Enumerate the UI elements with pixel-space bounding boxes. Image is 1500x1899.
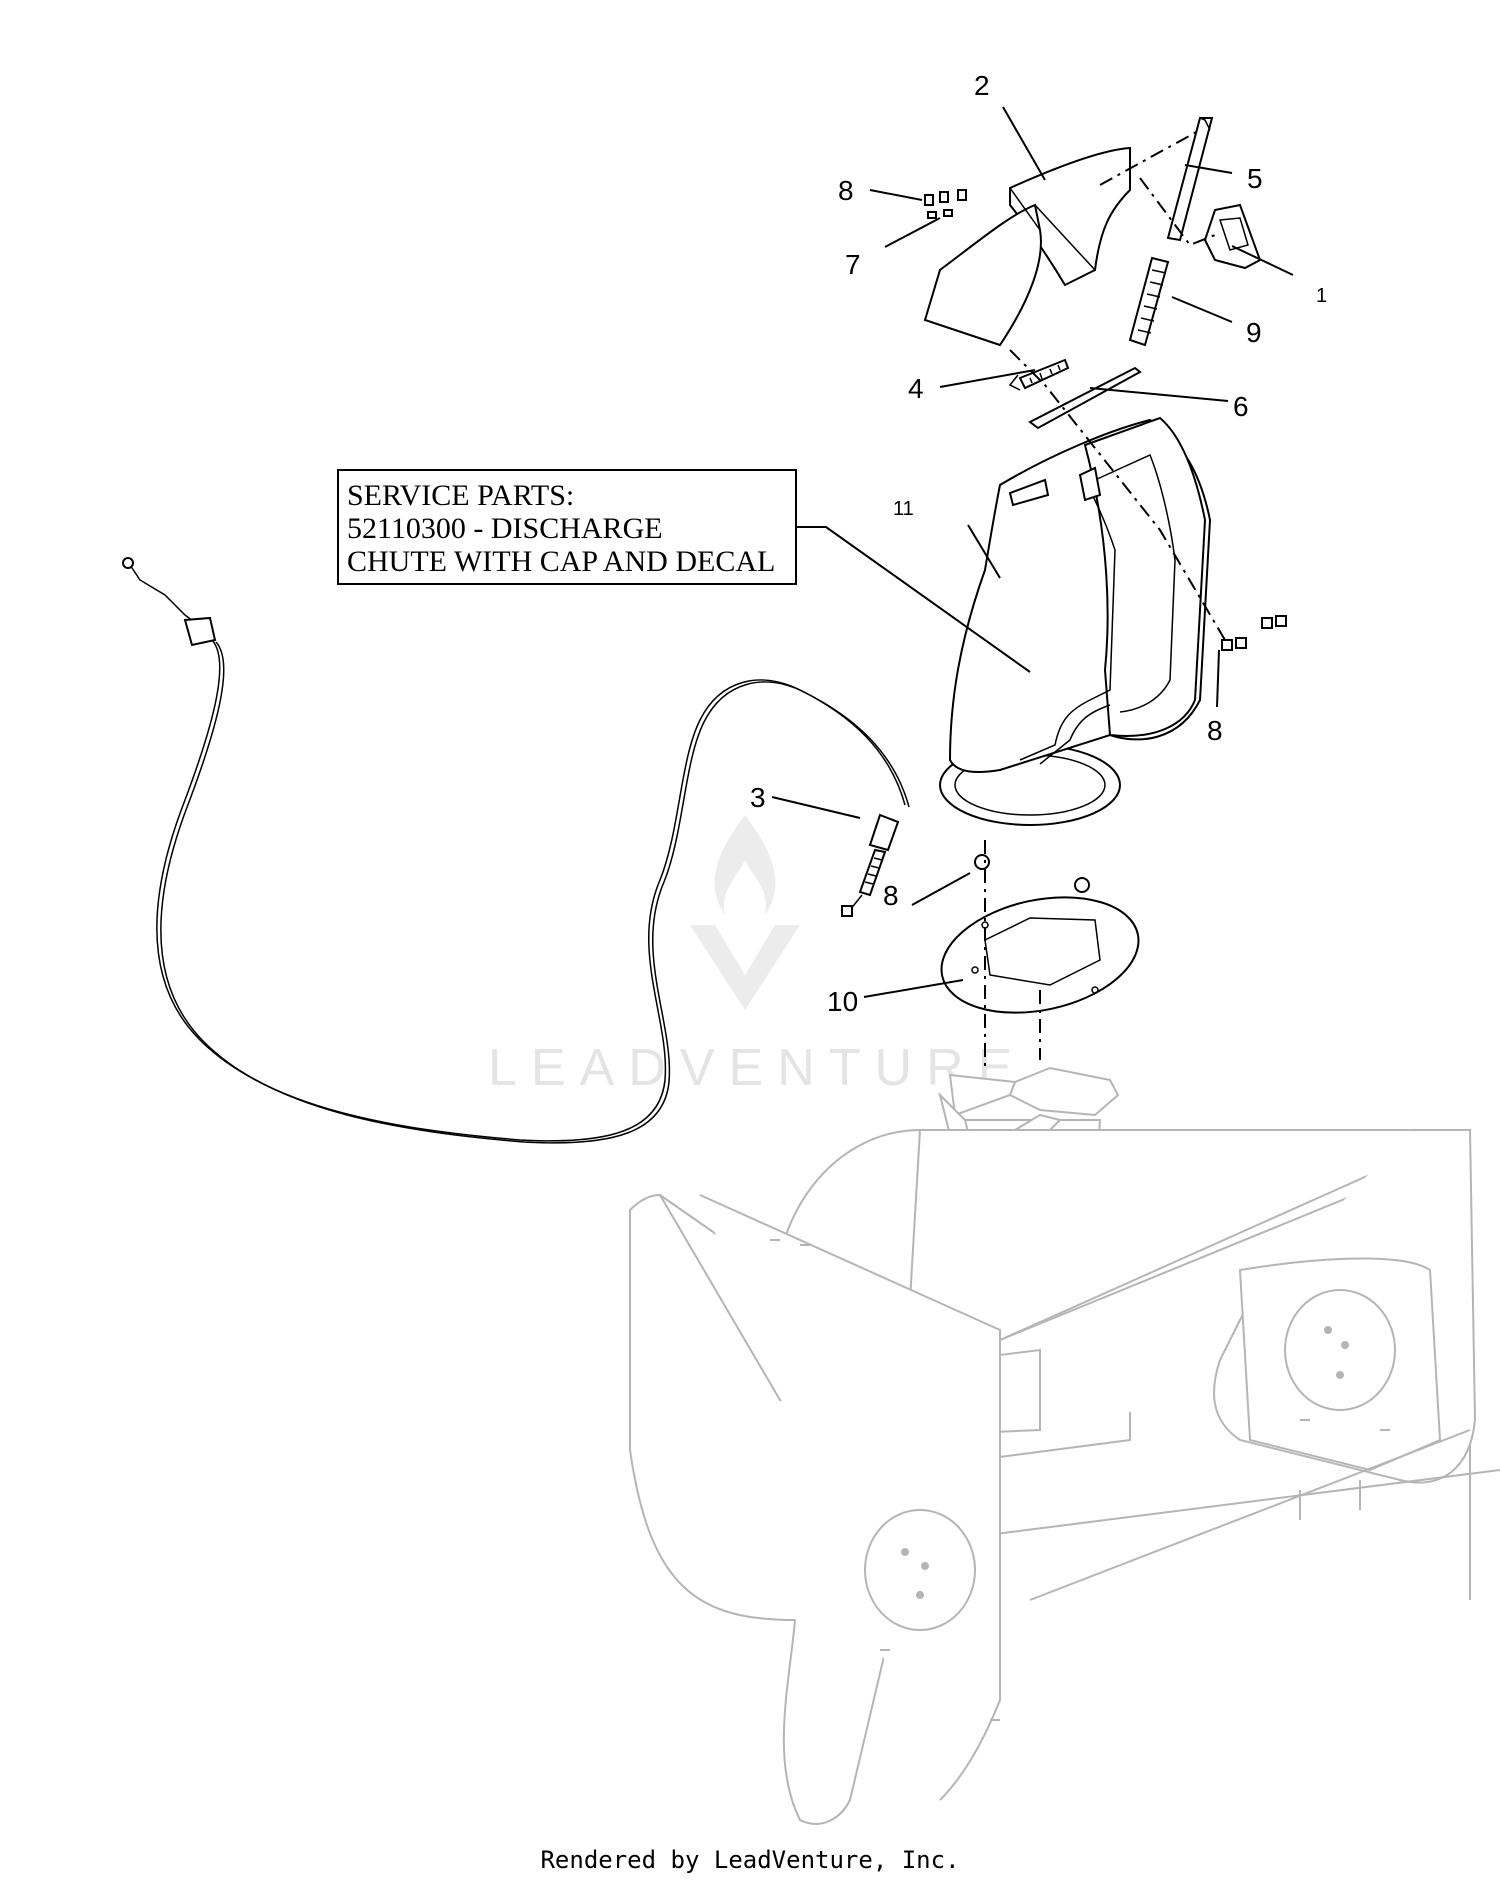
service-line-3: CHUTE WITH CAP AND DECAL <box>347 545 775 578</box>
callout-11: 11 <box>893 498 914 520</box>
service-line-2: 52110300 - DISCHARGE <box>347 512 663 545</box>
callout-5: 5 <box>1247 163 1263 194</box>
part-2-deflector <box>923 146 1131 347</box>
callout-8-top: 8 <box>838 175 854 206</box>
service-parts-box: SERVICE PARTS: 52110300 - DISCHARGE CHUT… <box>337 469 797 585</box>
callout-4: 4 <box>908 373 924 404</box>
leadventure-watermark: LEADVENTURE <box>488 815 1026 1097</box>
footer-credit: Rendered by LeadVenture, Inc. <box>540 1846 960 1874</box>
callout-labels: 1 2 3 4 5 6 7 8 8 8 9 10 11 <box>750 70 1327 1017</box>
service-line-1: SERVICE PARTS: <box>347 479 574 512</box>
callout-9: 9 <box>1246 317 1262 348</box>
part-9-spring <box>1128 256 1170 347</box>
callout-1: 1 <box>1316 285 1327 307</box>
part-10-base-ring <box>940 896 1140 1014</box>
callout-7: 7 <box>845 249 861 280</box>
part-5-rod <box>1166 117 1214 242</box>
callout-3: 3 <box>750 782 766 813</box>
callout-8-bottom: 8 <box>883 880 899 911</box>
hardware-fasteners <box>924 189 1287 893</box>
part-4-hinge <box>1008 358 1070 391</box>
part-6-strip <box>1028 366 1142 430</box>
callout-6: 6 <box>1233 391 1249 422</box>
callout-10: 10 <box>827 986 858 1017</box>
assembly-lines <box>984 129 1226 1070</box>
leader-lines <box>771 106 1294 998</box>
callout-2: 2 <box>974 70 990 101</box>
watermark-text: LEADVENTURE <box>488 1039 1026 1097</box>
part-3-cable <box>122 557 910 1144</box>
part-11-discharge-chute <box>939 416 1212 826</box>
callout-8-right: 8 <box>1207 715 1223 746</box>
auger-housing-reference <box>629 1066 1500 1825</box>
